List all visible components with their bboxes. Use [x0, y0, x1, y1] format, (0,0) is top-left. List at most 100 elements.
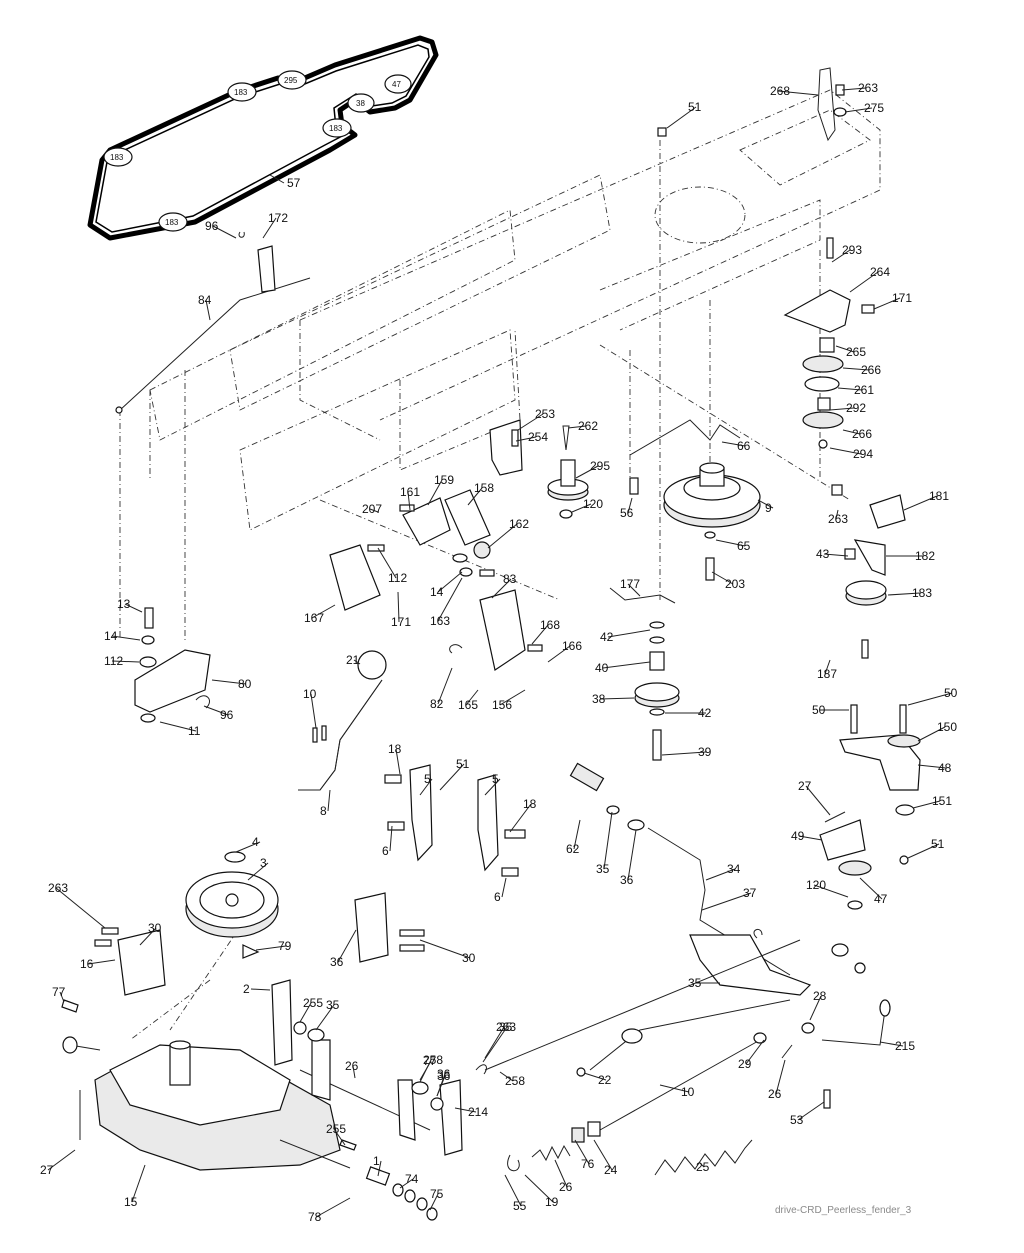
callout-leader — [798, 835, 823, 841]
callout-leader — [437, 577, 463, 622]
callout-label-172: 172 — [268, 211, 288, 225]
callout-label-65: 65 — [737, 539, 751, 553]
callout-label-39: 39 — [698, 745, 712, 759]
callout-label-168: 168 — [540, 618, 560, 632]
callout-label-26: 26 — [768, 1087, 782, 1101]
callout-leader — [823, 553, 849, 557]
callout-label-35: 35 — [326, 998, 340, 1012]
callout-label-214: 214 — [468, 1105, 488, 1119]
callout-label-51: 51 — [688, 100, 702, 114]
callout-leader — [491, 578, 512, 599]
pulley-183-a: 183 — [110, 153, 124, 162]
diagram-caption: drive-CRD_Peerless_fender_3 — [775, 1205, 912, 1216]
callout-label-254: 254 — [528, 430, 548, 444]
callout-leader — [844, 107, 873, 113]
spring-55 — [654, 1139, 753, 1176]
pulley-38: 38 — [356, 99, 365, 108]
belt-label: 57 — [287, 176, 301, 190]
callout-leader — [482, 1026, 508, 1063]
callout-leader — [337, 929, 357, 963]
callout-label-75: 75 — [430, 1187, 444, 1201]
mount-plates-5 — [384, 764, 526, 877]
callout-leader — [917, 726, 946, 742]
callout-label-5: 5 — [424, 772, 431, 786]
callout-label-263: 263 — [496, 1020, 516, 1034]
callout-label-11: 11 — [188, 724, 201, 738]
callout-leader — [829, 407, 855, 411]
callout-leader — [111, 635, 141, 641]
callout-leader — [467, 487, 483, 506]
callout-label-120: 120 — [806, 878, 826, 892]
callout-label-14: 14 — [430, 585, 444, 599]
callout-label-163: 163 — [430, 614, 450, 628]
callout-label-30: 30 — [462, 951, 476, 965]
callout-label-207: 207 — [362, 502, 382, 516]
callout-label-159: 159 — [434, 473, 454, 487]
misc-hardware — [449, 67, 875, 1109]
callout-leader — [903, 495, 938, 511]
callout-label-258: 258 — [505, 1074, 525, 1088]
callout-label-266: 266 — [861, 363, 881, 377]
callout-label-83: 83 — [503, 572, 517, 586]
callout-leader — [247, 862, 269, 881]
callout-leader — [607, 629, 651, 638]
pulley-183-b: 183 — [234, 88, 248, 97]
callout-leader — [504, 1174, 522, 1207]
callout-label-36: 36 — [330, 955, 344, 969]
callout-label-25: 25 — [696, 1160, 710, 1174]
callout-leader — [310, 693, 317, 729]
callout-leader — [842, 429, 861, 435]
callout-label-1: 1 — [373, 1154, 380, 1168]
callout-leader — [299, 1002, 312, 1023]
callout-leader — [705, 868, 736, 881]
callout-leader — [484, 1026, 505, 1059]
callout-leader — [701, 892, 752, 911]
callout-label-150: 150 — [937, 720, 957, 734]
callout-leader — [599, 697, 635, 700]
callout-leader — [235, 841, 261, 853]
callout-label-78: 78 — [308, 1210, 322, 1224]
pulley-47: 47 — [392, 80, 401, 89]
callout-leader — [575, 465, 599, 479]
callout-label-187: 187 — [817, 667, 837, 681]
callout-label-53: 53 — [790, 1113, 804, 1127]
callout-label-21: 21 — [346, 653, 360, 667]
callout-leader — [837, 387, 863, 391]
callout-label-266: 266 — [852, 427, 872, 441]
callout-leader — [842, 367, 870, 371]
callout-label-47: 47 — [874, 892, 888, 906]
callout-label-34: 34 — [727, 862, 741, 876]
callout-leader — [887, 592, 921, 596]
shaft-34 — [569, 762, 812, 996]
callout-label-50: 50 — [812, 703, 826, 717]
callout-leader — [262, 217, 277, 239]
callout-leader — [377, 1160, 382, 1177]
drive-belt-57 — [87, 35, 439, 241]
callout-label-80: 80 — [238, 677, 252, 691]
callout-label-26: 26 — [559, 1180, 573, 1194]
callout-label-112: 112 — [104, 654, 123, 668]
callout-label-76: 76 — [581, 1157, 595, 1171]
callout-label-292: 292 — [846, 401, 866, 415]
callout-label-3: 3 — [260, 856, 267, 870]
callout-label-294: 294 — [853, 447, 873, 461]
callout-label-258: 258 — [423, 1053, 443, 1067]
callout-leader — [509, 803, 532, 833]
callout-leader — [797, 1101, 825, 1121]
bracket-253 — [489, 419, 523, 476]
idler-38-stack — [609, 587, 680, 761]
callout-label-13: 13 — [117, 597, 131, 611]
callout-leader — [873, 297, 901, 310]
callout-leader — [912, 800, 941, 809]
callout-leader — [841, 87, 867, 91]
callout-label-215: 215 — [895, 1039, 915, 1053]
callout-label-62: 62 — [566, 842, 580, 856]
callout-leader — [47, 1149, 76, 1171]
callout-leader — [203, 705, 229, 716]
callout-label-2: 2 — [243, 982, 250, 996]
leader-lines — [119, 140, 851, 1041]
callout-leader — [824, 659, 831, 675]
callout-label-165: 165 — [458, 698, 478, 712]
transaxle-1 — [61, 999, 351, 1171]
callout-leader — [205, 299, 211, 321]
